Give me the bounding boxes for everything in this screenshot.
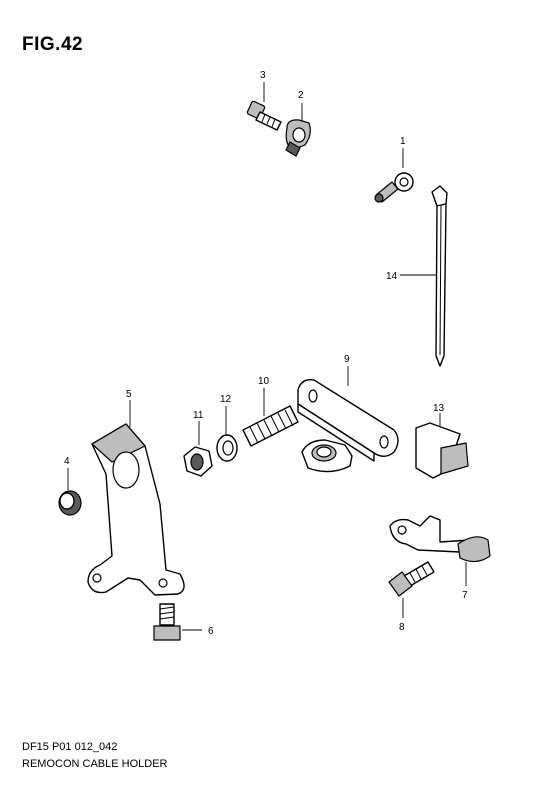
callout-3: 3: [260, 70, 266, 81]
callout-9: 9: [344, 354, 350, 365]
part-12-washer: [216, 406, 238, 462]
callout-8: 8: [399, 622, 405, 633]
part-8-bolt: [388, 561, 435, 618]
part-14-cable-tie: [400, 185, 448, 367]
figure-title: FIG.42: [22, 34, 84, 55]
part-4-grommet: [58, 468, 82, 516]
part-9-plate: [297, 366, 399, 473]
part-6-bolt: [153, 603, 202, 641]
callout-13: 13: [433, 403, 445, 414]
part-7-clamp: [389, 515, 491, 586]
callout-14: 14: [386, 271, 398, 282]
part-11-nut: [183, 421, 213, 477]
figure-code: DF15 P01 012_042: [22, 741, 118, 753]
part-5-bracket: [87, 400, 185, 596]
callout-12: 12: [220, 394, 232, 405]
part-2-clamp: [285, 103, 311, 157]
callout-6: 6: [208, 626, 214, 637]
figure-name: REMOCON CABLE HOLDER: [22, 758, 168, 770]
part-13-holder: [415, 413, 469, 479]
part-10-stud: [242, 388, 299, 447]
callout-10: 10: [258, 376, 270, 387]
callout-7: 7: [462, 590, 468, 601]
callout-11: 11: [193, 410, 204, 421]
part-3-bolt: [246, 82, 282, 131]
callout-4: 4: [64, 456, 70, 467]
callout-5: 5: [126, 389, 132, 400]
callout-1: 1: [400, 136, 406, 147]
callout-2: 2: [298, 90, 304, 101]
part-1-clip: [374, 148, 414, 203]
